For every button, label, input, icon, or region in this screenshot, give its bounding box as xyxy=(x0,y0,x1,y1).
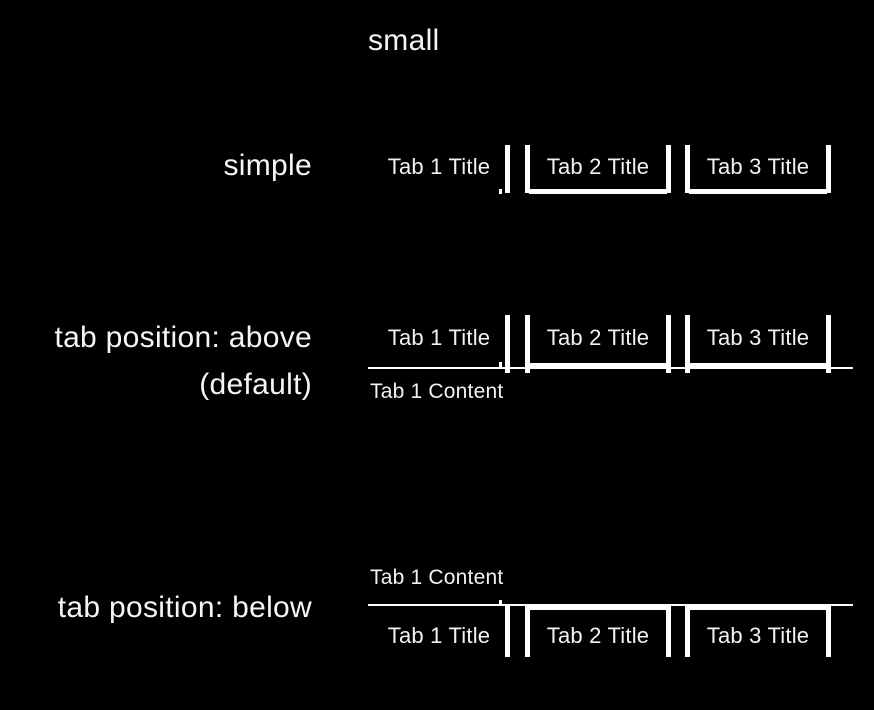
tab1-underline-tick xyxy=(499,362,502,368)
tab-3-label: Tab 3 Title xyxy=(706,154,810,179)
tab-border-bar xyxy=(505,145,510,193)
tab-2[interactable]: Tab 2 Title xyxy=(525,604,671,657)
tab-1-label: Tab 1 Title xyxy=(387,324,491,350)
tab-1-label: Tab 1 Title xyxy=(387,622,491,648)
tab-3-label: Tab 3 Title xyxy=(706,324,810,350)
tab-border-bar xyxy=(685,315,690,373)
tab-panel-content-above: Tab 1 Content xyxy=(370,380,504,403)
tabbar-simple: Tab 1 Title Tab 2 Title Tab 3 Title xyxy=(368,145,831,194)
tabbar-below: Tab 1 Title Tab 2 Title Tab 3 Title xyxy=(368,600,853,657)
tabbar-above: Tab 1 Title Tab 2 Title Tab 3 Title xyxy=(368,315,853,373)
tab-overline xyxy=(689,604,827,610)
tab-border-bar xyxy=(685,604,690,657)
tab-2-label: Tab 2 Title xyxy=(546,622,650,648)
tab-1[interactable]: Tab 1 Title xyxy=(368,315,510,373)
tab-border-bar xyxy=(525,315,530,373)
section-label-above-line1: tab position: above xyxy=(54,321,312,354)
tab1-underline-tick xyxy=(499,189,502,194)
tab-underline xyxy=(689,363,827,369)
tab-border-bar xyxy=(505,315,510,373)
tab-3[interactable]: Tab 3 Title xyxy=(685,315,831,373)
tab-2-label: Tab 2 Title xyxy=(546,154,650,179)
tab-1[interactable]: Tab 1 Title xyxy=(368,145,510,194)
section-label-simple: simple xyxy=(223,149,312,182)
tab-3[interactable]: Tab 3 Title xyxy=(685,604,831,657)
tab-3-label: Tab 3 Title xyxy=(706,622,810,648)
page-title: small xyxy=(368,24,440,57)
tab-2[interactable]: Tab 2 Title xyxy=(525,145,671,194)
tab1-underline-tick xyxy=(499,600,502,606)
section-label-above: tab position: above (default) xyxy=(0,314,312,408)
tab-border-bar xyxy=(525,604,530,657)
tab-underline xyxy=(689,189,827,194)
tab-underline xyxy=(529,189,667,194)
tab-1[interactable]: Tab 1 Title xyxy=(368,600,510,657)
tab-border-bar xyxy=(826,315,831,373)
section-label-above-line2: (default) xyxy=(199,368,312,401)
tab-border-bar xyxy=(666,315,671,373)
tab-border-bar xyxy=(525,145,530,193)
tab-underline xyxy=(529,363,667,369)
tab-border-bar xyxy=(505,604,510,657)
tab-2-label: Tab 2 Title xyxy=(546,324,650,350)
tab-border-bar xyxy=(826,145,831,193)
section-label-below: tab position: below xyxy=(57,591,312,624)
tab-border-bar xyxy=(666,604,671,657)
tab-border-bar xyxy=(826,604,831,657)
tab-overline xyxy=(529,604,667,610)
tab-1-label: Tab 1 Title xyxy=(387,154,491,179)
tab-border-bar xyxy=(685,145,690,193)
tab-panel-content-below: Tab 1 Content xyxy=(370,566,504,589)
tab-2[interactable]: Tab 2 Title xyxy=(525,315,671,373)
tab-border-bar xyxy=(666,145,671,193)
tab-3[interactable]: Tab 3 Title xyxy=(685,145,831,194)
